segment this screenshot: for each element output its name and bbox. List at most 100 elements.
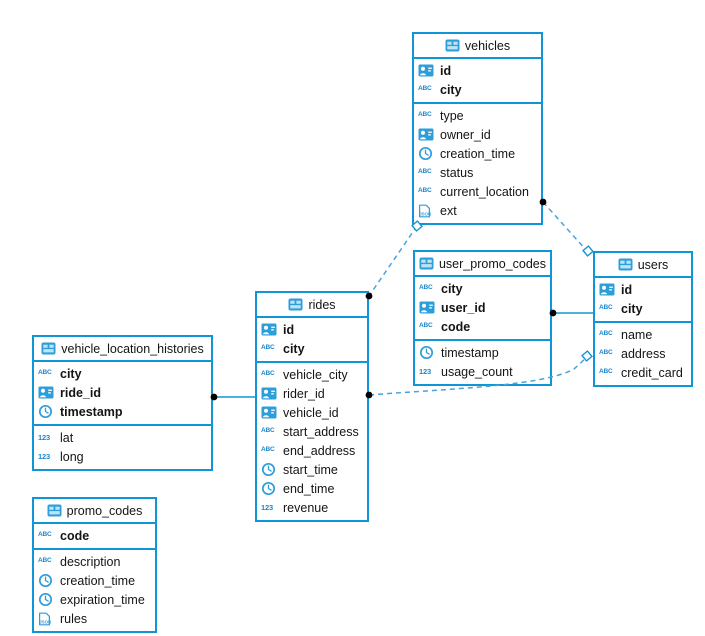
column-timestamp[interactable]: timestamp [415,343,550,362]
column-end_time[interactable]: end_time [257,479,367,498]
table-header[interactable]: users [595,253,691,278]
abc-icon: ABC [261,344,275,352]
clock-icon [261,481,276,496]
table-icon [618,258,633,271]
abc-icon: ABC [38,557,52,565]
column-name: code [441,319,471,334]
column-name: rider_id [283,386,325,401]
column-ride_id[interactable]: ride_id [34,383,211,402]
column-name: end_time [283,481,335,496]
column-usage_count[interactable]: 123 usage_count [415,362,550,381]
column-name: start_address [283,424,359,439]
column-creation_time[interactable]: creation_time [34,571,155,590]
table-title: vehicles [464,38,511,53]
clock-icon [261,462,276,477]
column-id[interactable]: id [595,280,691,299]
person-id-icon [418,128,434,141]
column-id[interactable]: id [257,320,367,339]
abc-icon: ABC [261,427,275,435]
column-name: credit_card [621,365,683,380]
abc-icon: ABC [418,85,432,93]
table-header[interactable]: rides [257,293,367,318]
column-name: ride_id [60,385,101,400]
column-timestamp[interactable]: timestamp [34,402,211,421]
column-name: start_time [283,462,338,477]
clock-icon [38,592,53,607]
abc-icon: ABC [599,330,613,338]
abc-icon: ABC [599,349,613,357]
column-name: id [621,282,633,297]
column-owner_id[interactable]: owner_id [414,125,541,144]
column-expiration_time[interactable]: expiration_time [34,590,155,609]
table-header[interactable]: vehicle_location_histories [34,337,211,362]
column-name: vehicle_id [283,405,339,420]
clock-icon [419,345,434,360]
relationship-line-vehicles-users[interactable] [542,201,588,252]
relationship-line-vehicles-rides[interactable] [368,225,418,297]
num-icon: 123 [38,451,50,461]
column-name: status [440,165,474,180]
column-name: timestamp [441,345,499,360]
column-start_address[interactable]: ABC start_address [257,422,367,441]
num-icon: 123 [419,366,431,376]
column-start_time[interactable]: start_time [257,460,367,479]
column-name: end_address [283,443,356,458]
column-name: usage_count [441,364,513,379]
table-header[interactable]: promo_codes [34,499,155,524]
column-id[interactable]: id [414,61,541,80]
abc-icon: ABC [599,304,613,312]
abc-icon: ABC [261,370,275,378]
column-rider_id[interactable]: rider_id [257,384,367,403]
column-end_address[interactable]: ABC end_address [257,441,367,460]
svg-text:JSON: JSON [419,211,431,216]
person-id-icon [261,387,277,400]
column-name: city [621,301,643,316]
abc-icon: ABC [418,111,432,119]
column-name: id [440,63,452,78]
column-creation_time[interactable]: creation_time [414,144,541,163]
column-name: expiration_time [60,592,145,607]
person-id-icon [38,386,54,399]
column-user_id[interactable]: user_id [415,298,550,317]
column-city[interactable]: ABC city [595,299,691,318]
column-vehicle_id[interactable]: vehicle_id [257,403,367,422]
table-icon [288,298,303,311]
table-header[interactable]: user_promo_codes [415,252,550,277]
table-header[interactable]: vehicles [414,34,541,59]
column-name: city [283,341,305,356]
svg-text:JSON: JSON [39,619,51,624]
column-vehicle_city[interactable]: ABC vehicle_city [257,365,367,384]
column-city[interactable]: ABC city [257,339,367,358]
column-name: vehicle_city [283,367,348,382]
abc-icon: ABC [261,446,275,454]
